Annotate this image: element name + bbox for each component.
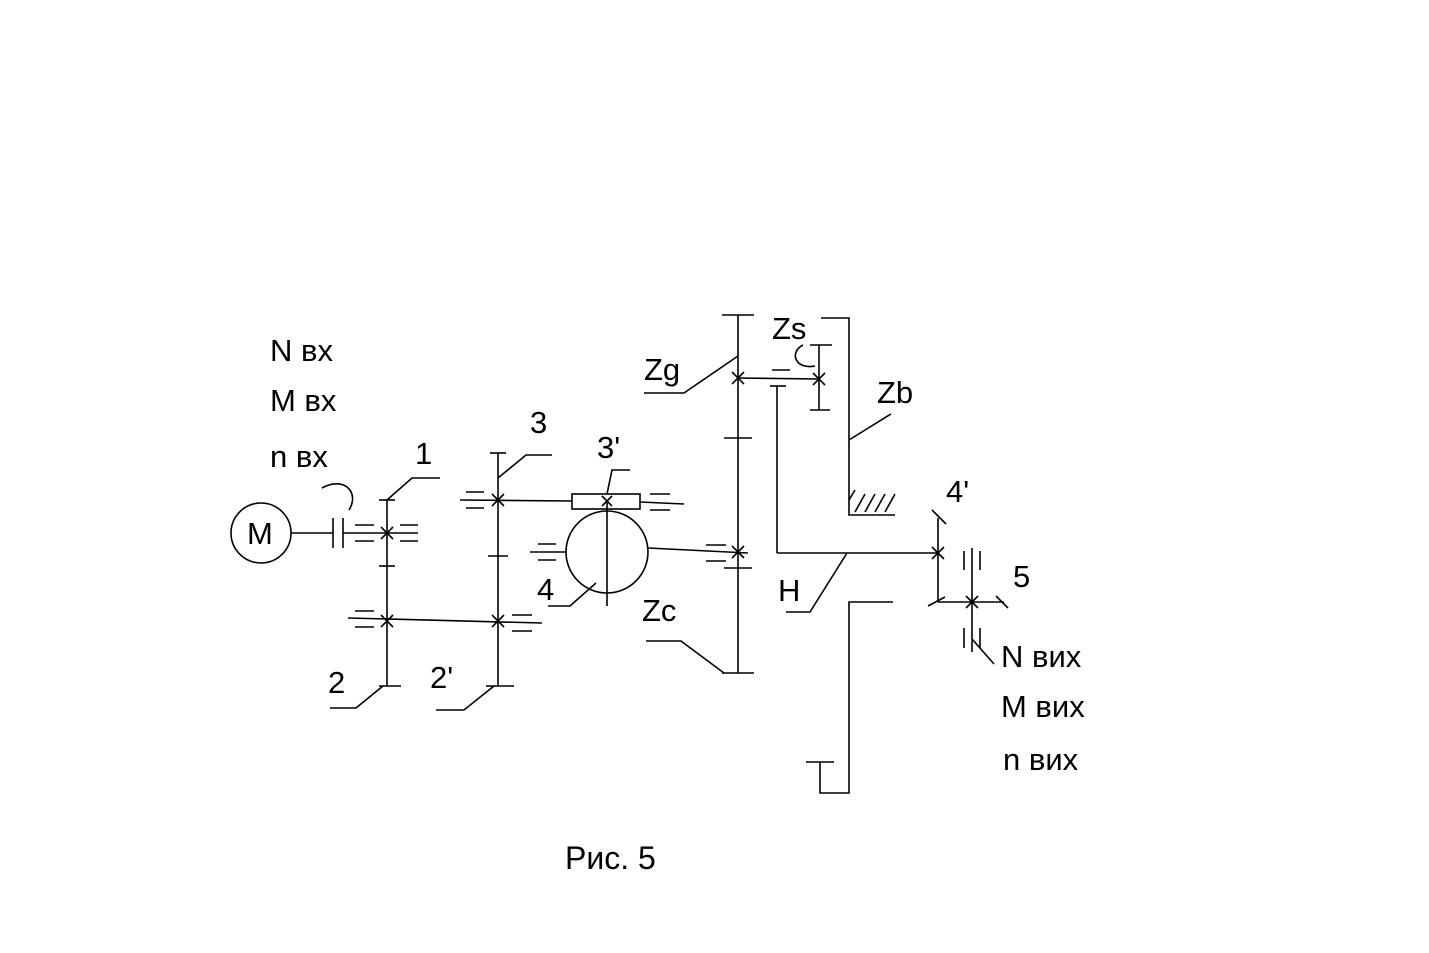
worm-3-prime-label: 3' — [597, 430, 620, 465]
worm-3-prime: 3' — [571, 430, 641, 510]
carrier-housing — [806, 601, 893, 794]
figure-caption: Рис. 5 — [565, 840, 656, 876]
input-torque: M вх — [270, 383, 337, 418]
rotation-arrow-input — [321, 483, 354, 511]
ring-gear-zb: Zb — [821, 317, 913, 516]
carrier-h-label: H — [778, 573, 800, 608]
gear-4-prime-label: 4' — [946, 474, 969, 509]
gear-4-prime: 4' — [927, 474, 1004, 607]
output-power: N вих — [1001, 639, 1082, 674]
output-speed: n вих — [1003, 742, 1079, 777]
gear-zc-zg: Zg Zc — [642, 314, 754, 674]
worm-wheel-4-label: 4 — [537, 572, 554, 607]
output-torque: M вих — [1001, 689, 1085, 724]
worm-wheel-4: 4 — [530, 500, 649, 607]
leader-zc — [646, 640, 725, 674]
gear-1: 1 — [379, 436, 440, 567]
rotation-arrow-zs — [794, 344, 816, 368]
input-parameters: N вх M вх n вх — [270, 333, 337, 474]
output-parameters: N вих M вих n вих — [1001, 639, 1085, 777]
gear-2: 2 — [328, 566, 401, 709]
leader-gear-3 — [497, 454, 552, 479]
gear-2-prime-label: 2' — [430, 660, 453, 695]
leader-worm-wheel-4 — [548, 582, 597, 607]
carrier-h: H — [770, 385, 938, 613]
leader-gear-2-prime — [436, 685, 495, 711]
shaft-sun — [647, 544, 749, 562]
zc-label: Zc — [642, 593, 676, 628]
leader-carrier-h — [786, 552, 848, 613]
gear-2-label: 2 — [328, 665, 345, 700]
leader-worm-3-prime — [606, 469, 630, 495]
coupling — [291, 483, 354, 548]
leader-gear-1 — [386, 477, 440, 501]
zs-label: Zs — [772, 311, 806, 346]
gear-3-label: 3 — [530, 405, 547, 440]
motor-label: M — [247, 516, 273, 551]
shaft-worm — [459, 491, 685, 511]
gear-5-label: 5 — [1013, 559, 1030, 594]
zg-label: Zg — [644, 352, 680, 387]
gear-1-label: 1 — [415, 436, 432, 471]
shaft-input — [343, 524, 418, 542]
shaft-intermediate-lower — [347, 610, 543, 632]
leader-zg — [644, 355, 739, 394]
satellite-axle — [737, 369, 820, 380]
motor: M — [230, 502, 292, 564]
gear-5-output-shaft: 5 — [963, 548, 1030, 665]
leader-gear-2 — [330, 685, 384, 709]
gear-3: 3 — [488, 405, 552, 557]
input-speed: n вх — [270, 439, 328, 474]
input-power: N вх — [270, 333, 333, 368]
leader-zb — [848, 413, 892, 441]
gear-zs: Zs — [772, 311, 832, 411]
gear-2-prime: 2' — [430, 556, 514, 711]
zb-label: Zb — [877, 375, 913, 410]
